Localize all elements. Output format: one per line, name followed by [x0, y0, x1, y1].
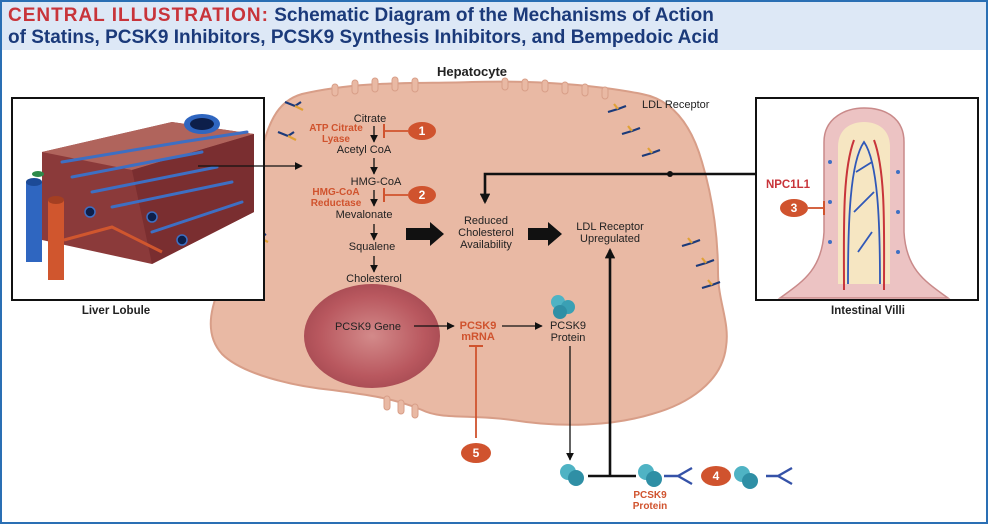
marker-2: 2 — [408, 186, 436, 204]
pcsk9-protein-line-2: Protein — [551, 332, 586, 344]
secreted-pcsk9-icon — [560, 464, 584, 486]
marker-4: 4 — [701, 466, 731, 486]
pcsk9-protein-line-1: PCSK9 — [550, 320, 586, 332]
reduced-line-3: Availability — [460, 239, 512, 251]
reduced-line-1: Reduced — [464, 215, 508, 227]
pcsk9-mrna-line-2: mRNA — [461, 331, 495, 343]
connector-dot — [667, 171, 673, 177]
marker-1-number: 1 — [419, 124, 426, 138]
squalene-label: Squalene — [349, 241, 396, 253]
ext-pcsk9-line-1: PCSK9 — [633, 490, 667, 501]
acetyl-coa-label: Acetyl CoA — [337, 144, 392, 156]
acl-label-2: Lyase — [322, 134, 350, 145]
pcsk9-antibody-icon — [734, 466, 793, 489]
liver-lobule-label: Liver Lobule — [82, 305, 150, 317]
marker-5-number: 5 — [473, 446, 480, 460]
villus-illustration — [777, 107, 951, 299]
title-text-2: of Statins, PCSK9 Inhibitors, PCSK9 Synt… — [8, 27, 719, 48]
acl-label-1: ATP Citrate — [309, 123, 363, 134]
pcsk9-protein-icon — [551, 295, 575, 319]
upregulated-line-2: Upregulated — [580, 233, 640, 245]
title-prefix: CENTRAL ILLUSTRATION: — [8, 5, 269, 26]
hepatocyte-label: Hepatocyte — [437, 64, 507, 79]
hmg-coa-label: HMG-CoA — [351, 176, 402, 188]
hepatocyte-cell — [209, 80, 728, 426]
nucleus — [304, 284, 440, 388]
liver-lobule-illustration — [26, 114, 254, 280]
title-text-1: Schematic Diagram of the Mechanisms of A… — [274, 5, 714, 26]
marker-1: 1 — [408, 122, 436, 140]
intestinal-villi-label: Intestinal Villi — [831, 305, 905, 317]
marker-3: 3 — [780, 199, 808, 217]
ext-pcsk9-line-2: Protein — [633, 501, 667, 512]
intestine-to-reduced-arrow — [479, 172, 756, 205]
figure-header: CENTRAL ILLUSTRATION: Schematic Diagram … — [2, 2, 986, 50]
marker-4-number: 4 — [713, 469, 720, 483]
npc1l1-label: NPC1L1 — [766, 179, 811, 191]
block-arrow-2 — [528, 222, 562, 246]
microvilli — [331, 76, 609, 419]
ldl-receptor-label: LDL Receptor — [642, 99, 710, 111]
marker-5: 5 — [461, 443, 491, 463]
marker-3-number: 3 — [791, 201, 798, 215]
reduced-line-2: Cholesterol — [458, 227, 514, 239]
cholesterol-label: Cholesterol — [346, 273, 402, 285]
pcsk9-antibody-complex — [638, 464, 693, 487]
citrate-label: Citrate — [354, 113, 386, 125]
figure-title-line1: CENTRAL ILLUSTRATION: Schematic Diagram … — [8, 5, 714, 27]
hmgr-label-2: Reductase — [311, 198, 362, 209]
hmgr-label-1: HMG-CoA — [312, 187, 359, 198]
pcsk9-gene-label: PCSK9 Gene — [335, 321, 401, 333]
block-arrow-1 — [406, 222, 444, 246]
mevalonate-label: Mevalonate — [336, 209, 393, 221]
upregulated-line-1: LDL Receptor — [576, 221, 644, 233]
marker-2-number: 2 — [419, 188, 426, 202]
pcsk9-mrna-line-1: PCSK9 — [460, 320, 497, 332]
